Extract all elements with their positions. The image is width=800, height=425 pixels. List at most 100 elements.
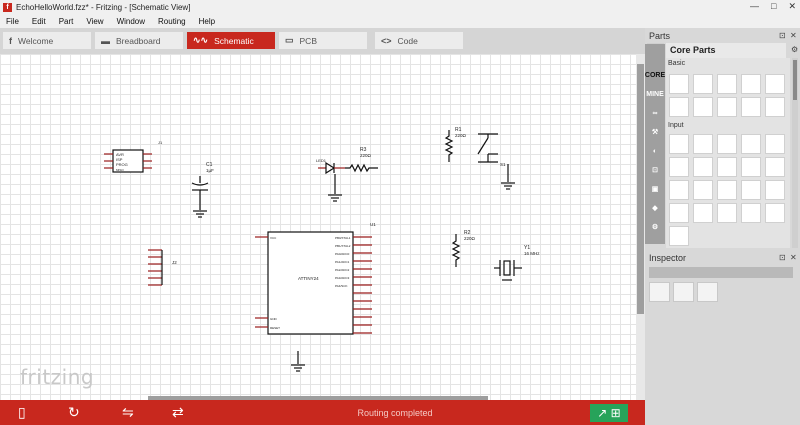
scroll-thumb[interactable] bbox=[793, 60, 797, 100]
tab-welcome[interactable]: f Welcome bbox=[3, 32, 91, 49]
part-tile[interactable] bbox=[693, 74, 713, 94]
tab-breadboard[interactable]: ▬ Breadboard bbox=[95, 32, 183, 49]
bin-icon[interactable]: ⊡ bbox=[652, 167, 658, 174]
resistor-r1[interactable] bbox=[444, 130, 454, 162]
r2-label: R2 bbox=[464, 230, 471, 236]
part-tile[interactable] bbox=[693, 134, 713, 154]
canvas-vertical-scrollbar[interactable] bbox=[636, 54, 645, 400]
led-part[interactable] bbox=[318, 161, 345, 175]
capacitor-c1[interactable] bbox=[191, 176, 209, 210]
part-tile[interactable] bbox=[669, 203, 689, 223]
menu-help[interactable]: Help bbox=[198, 16, 216, 26]
ground-symbol bbox=[291, 364, 305, 372]
isp-header-part[interactable] bbox=[104, 149, 152, 173]
parts-scrollbar[interactable] bbox=[792, 58, 798, 248]
tab-label: Welcome bbox=[18, 35, 54, 46]
part-tile[interactable] bbox=[765, 157, 785, 177]
part-tile[interactable] bbox=[765, 97, 785, 117]
menu-bar: File Edit Part View Window Routing Help bbox=[0, 14, 800, 28]
part-tile[interactable] bbox=[693, 203, 713, 223]
part-tile[interactable] bbox=[669, 157, 689, 177]
isp-prog-line2: ISP bbox=[116, 157, 123, 162]
part-tile[interactable] bbox=[717, 157, 737, 177]
minimize-button[interactable]: — bbox=[750, 1, 760, 11]
menu-file[interactable]: File bbox=[6, 16, 19, 26]
schematic-canvas[interactable]: AVR ISP PROG MISO J1 C1 1µF LED1 R3 220Ω… bbox=[0, 54, 645, 400]
maximize-button[interactable]: □ bbox=[771, 1, 777, 11]
welcome-icon: f bbox=[9, 35, 12, 46]
part-tile[interactable] bbox=[741, 157, 761, 177]
scroll-thumb[interactable] bbox=[637, 64, 644, 314]
bin-icon[interactable]: ⚙ bbox=[651, 224, 659, 231]
part-tile[interactable] bbox=[741, 180, 761, 200]
part-tile[interactable] bbox=[717, 134, 737, 154]
close-button[interactable]: ✕ bbox=[788, 1, 796, 11]
part-tile[interactable] bbox=[669, 74, 689, 94]
part-tile[interactable] bbox=[765, 134, 785, 154]
menu-window[interactable]: Window bbox=[116, 16, 146, 26]
part-tile[interactable] bbox=[765, 74, 785, 94]
part-tile[interactable] bbox=[669, 97, 689, 117]
pcb-icon: ▭ bbox=[285, 35, 294, 45]
part-tile[interactable] bbox=[669, 180, 689, 200]
crystal-y1[interactable] bbox=[494, 260, 522, 281]
tab-schematic[interactable]: ∿∿ Schematic bbox=[187, 32, 275, 49]
inspector-close-icon[interactable]: ✕ bbox=[790, 253, 797, 262]
part-tile[interactable] bbox=[765, 180, 785, 200]
ic-u1[interactable] bbox=[255, 231, 372, 335]
part-tile[interactable] bbox=[741, 134, 761, 154]
ground-symbol bbox=[193, 210, 207, 218]
part-tile[interactable] bbox=[669, 134, 689, 154]
ground-symbol bbox=[328, 194, 342, 202]
part-tile[interactable] bbox=[741, 203, 761, 223]
header-j2[interactable] bbox=[148, 249, 163, 286]
bin-icon[interactable]: ▣ bbox=[651, 186, 659, 193]
part-tile[interactable] bbox=[717, 74, 737, 94]
c1-value: 1µF bbox=[206, 168, 214, 173]
tab-label: Schematic bbox=[214, 35, 254, 46]
part-tile[interactable] bbox=[741, 74, 761, 94]
menu-edit[interactable]: Edit bbox=[31, 16, 46, 26]
bin-mine[interactable]: MINE bbox=[646, 90, 664, 98]
share-button[interactable]: ↗ ⊞ bbox=[590, 404, 628, 422]
part-tile[interactable] bbox=[717, 180, 737, 200]
inspector-float-icon[interactable]: ⊡ bbox=[779, 253, 786, 262]
menu-part[interactable]: Part bbox=[58, 16, 74, 26]
part-tile[interactable] bbox=[741, 97, 761, 117]
bin-icon[interactable]: ∞ bbox=[652, 109, 658, 117]
flip-icon[interactable]: ⇋ bbox=[122, 404, 134, 420]
part-tile[interactable] bbox=[717, 203, 737, 223]
inspector-view-schematic bbox=[673, 282, 694, 302]
inspector-title-field[interactable] bbox=[649, 267, 793, 278]
bin-icon[interactable]: ◆ bbox=[652, 205, 658, 212]
bin-core[interactable]: CORE bbox=[644, 71, 666, 79]
view-tabs: f Welcome ▬ Breadboard ∿∿ Schematic ▭ PC… bbox=[0, 28, 645, 54]
bin-icon[interactable]: ⚒ bbox=[651, 129, 659, 136]
rotate-icon[interactable]: ↻ bbox=[68, 404, 80, 420]
parts-close-icon[interactable]: ✕ bbox=[790, 31, 797, 40]
part-tile[interactable] bbox=[717, 97, 737, 117]
menu-routing[interactable]: Routing bbox=[158, 16, 186, 26]
part-tile[interactable] bbox=[693, 157, 713, 177]
u1-pin-right: PB0/XTAL1 bbox=[335, 236, 351, 240]
resistor-r3[interactable] bbox=[345, 163, 378, 173]
tab-code[interactable]: <> Code bbox=[375, 32, 463, 49]
autoroute-icon[interactable]: ⇄ bbox=[172, 404, 184, 420]
bin-icon[interactable]: ◐ bbox=[652, 147, 658, 155]
title-bar: f EchoHelloWorld.fzz* - Fritzing - [Sche… bbox=[0, 0, 800, 14]
parts-float-icon[interactable]: ⊡ bbox=[779, 31, 786, 40]
part-tile[interactable] bbox=[669, 226, 689, 246]
canvas-horizontal-scrollbar[interactable] bbox=[148, 396, 488, 400]
tab-label: Breadboard bbox=[116, 35, 161, 46]
part-tile[interactable] bbox=[765, 203, 785, 223]
menu-view[interactable]: View bbox=[86, 16, 104, 26]
new-sketch-icon[interactable]: ▯ bbox=[18, 404, 26, 420]
u1-pin-gnd: GND bbox=[270, 317, 278, 321]
ground-symbol bbox=[501, 182, 515, 190]
part-tile[interactable] bbox=[693, 97, 713, 117]
pushbutton-s1[interactable] bbox=[477, 133, 498, 163]
part-tile[interactable] bbox=[693, 180, 713, 200]
panel-menu-icon[interactable]: ⚙ bbox=[791, 45, 799, 54]
resistor-r2[interactable] bbox=[451, 234, 461, 267]
tab-pcb[interactable]: ▭ PCB bbox=[279, 32, 367, 49]
